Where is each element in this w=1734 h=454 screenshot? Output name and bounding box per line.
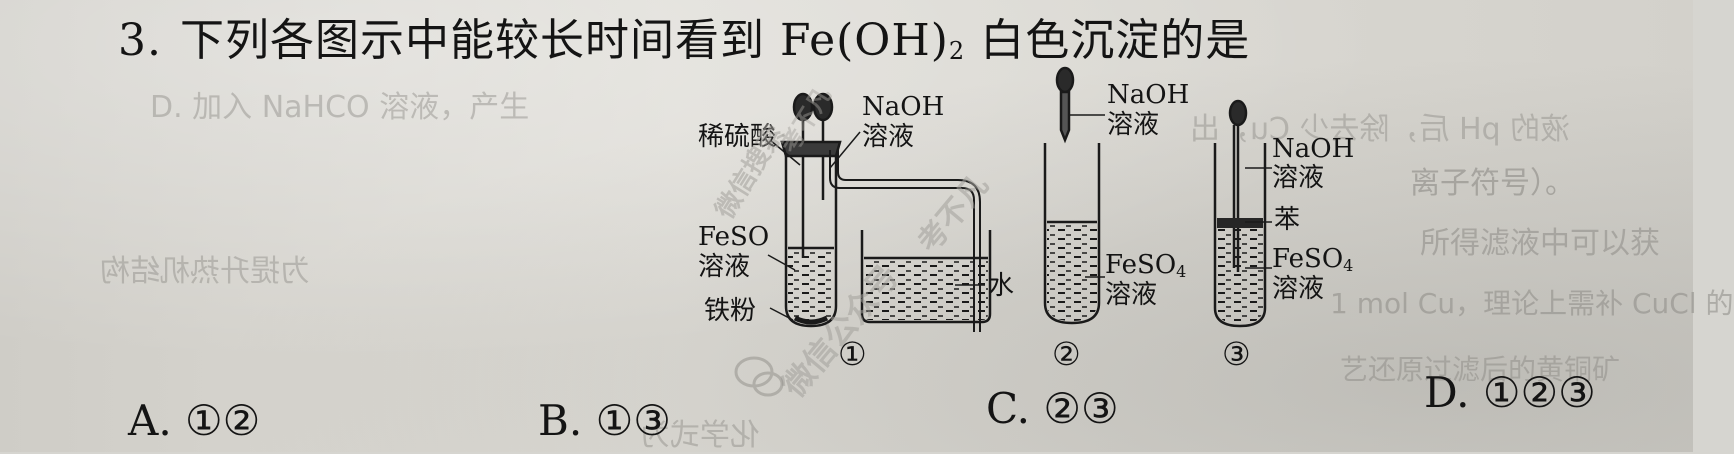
label-feso4-solution: 溶液 — [1105, 280, 1158, 310]
label-feso4: FeSO4 — [1272, 244, 1353, 281]
label-benzene: 苯 — [1274, 205, 1301, 235]
option-d: D. ①②③ — [1424, 368, 1596, 417]
option-c: C. ②③ — [986, 384, 1119, 433]
label-feso4-solution: 溶液 — [1272, 274, 1325, 304]
label-feso-solution: 溶液 — [698, 252, 751, 282]
apparatus-2 — [1043, 66, 1101, 325]
label-feso4: FeSO4 — [1105, 250, 1186, 287]
label-feso4-text: FeSO — [1105, 250, 1177, 280]
label-pointers — [767, 114, 1272, 321]
question-text-part2: 白色沉淀的是 — [965, 15, 1251, 66]
label-naoh-solution: 溶液 — [862, 122, 915, 152]
label-naoh: NaOH — [862, 92, 945, 122]
bleed-through-text: 所得滤液中可以获 — [1420, 226, 1660, 261]
question-stem: 3. 下列各图示中能较长时间看到 Fe(OH)2 白色沉淀的是 — [118, 4, 1250, 68]
question-number: 3. — [118, 15, 162, 66]
label-iron-powder: 铁粉 — [704, 296, 757, 326]
question-text-part1: 下列各图示中能较长时间看到 Fe(OH) — [179, 15, 949, 66]
apparatus-3-marker: ③ — [1222, 335, 1251, 373]
apparatus-3 — [1213, 99, 1267, 328]
label-feso: FeSO — [698, 222, 770, 252]
formula-subscript: 2 — [948, 37, 966, 65]
label-naoh: NaOH — [1107, 80, 1190, 110]
apparatus-2-marker: ② — [1052, 335, 1081, 373]
label-naoh-solution: 溶液 — [1272, 163, 1325, 193]
option-a: A. ①② — [128, 396, 261, 445]
label-feso4-subscript: 4 — [1343, 256, 1354, 275]
bleed-through-text: D. 加入 NaHCO 溶液，产生 — [150, 90, 530, 125]
option-b: B. ①③ — [538, 396, 671, 445]
apparatus-1 — [780, 92, 992, 332]
apparatus-1-marker: ① — [838, 335, 867, 373]
label-naoh-solution: 溶液 — [1107, 110, 1160, 140]
bleed-through-text: 离子符号）。 — [1410, 166, 1575, 201]
wechat-icon — [734, 356, 784, 397]
bleed-through-text: 1 mol Cu，理论上需补 CuCl 的 — [1330, 287, 1734, 320]
bleed-through-text: 艺还原过滤后的黄铜矿 — [1340, 353, 1621, 386]
label-naoh: NaOH — [1272, 134, 1355, 164]
label-dilute-sulfuric-acid: 稀硫酸 — [698, 122, 777, 152]
label-feso4-text: FeSO — [1272, 244, 1344, 274]
paper-background — [0, 0, 1693, 452]
label-feso4-subscript: 4 — [1176, 262, 1187, 281]
label-water: 水 — [988, 271, 1015, 301]
apparatus-figure — [767, 66, 1272, 332]
